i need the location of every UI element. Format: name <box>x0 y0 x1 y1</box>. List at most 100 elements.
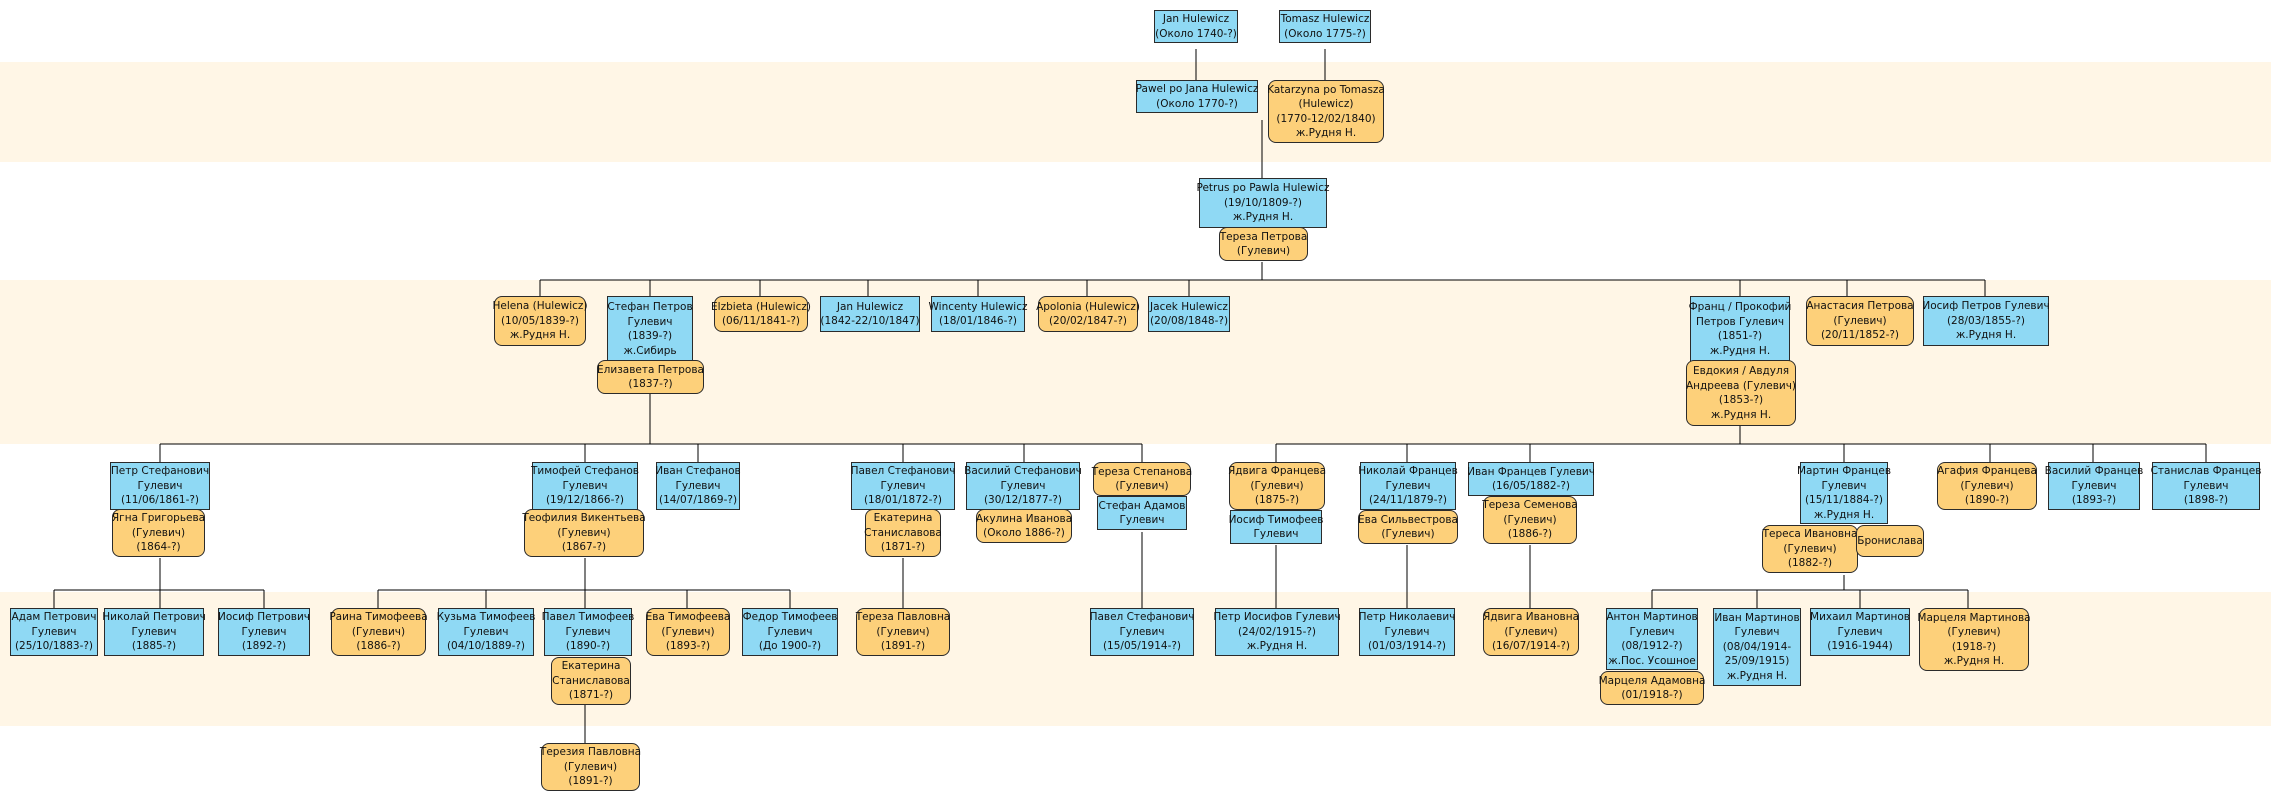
person-line: ж.Пос. Усошное <box>1608 654 1696 667</box>
person-card[interactable]: Tomasz Hulewicz(Около 1775-?) <box>1279 10 1371 43</box>
person-line: (1918-?) <box>1951 640 1997 653</box>
person-card[interactable]: Бронислава <box>1856 525 1924 557</box>
person-card[interactable]: Тереса Ивановна(Гулевич)(1882-?) <box>1762 525 1858 573</box>
person-line: Агафия Францева <box>1937 465 2037 478</box>
person-line: (1875-?) <box>1254 494 1300 507</box>
person-card[interactable]: Ева Тимофеева(Гулевич)(1893-?) <box>646 608 730 656</box>
person-line: Адам Петрович <box>11 611 97 624</box>
person-card[interactable]: Иван Францев Гулевич(16/05/1882-?) <box>1467 462 1595 496</box>
person-card[interactable]: Петр Иосифов Гулевич(24/02/1915-?)ж.Рудн… <box>1213 608 1341 656</box>
person-card[interactable]: Jan Hulewicz(1842-22/10/1847) <box>820 296 920 332</box>
person-line: Jan Hulewicz <box>1162 13 1230 25</box>
person-line: (15/05/1914-?) <box>1102 640 1182 653</box>
person-line: (19/10/1809-?) <box>1223 196 1303 209</box>
person-card[interactable]: Ядвига Ивановна(Гулевич)(16/07/1914-?) <box>1483 608 1579 656</box>
person-line: (25/10/1883-?) <box>14 640 94 653</box>
person-card[interactable]: Ева Сильвестрова(Гулевич) <box>1358 510 1458 544</box>
person-line: ж.Рудня Н. <box>1295 127 1357 139</box>
person-card[interactable]: Ядвига Францева(Гулевич)(1875-?) <box>1228 462 1326 510</box>
person-card[interactable]: Helena (Hulewicz)(10/05/1839-?)ж.Рудня Н… <box>492 296 588 346</box>
person-line: (30/12/1877-?) <box>983 494 1063 507</box>
person-card[interactable]: Агафия Францева(Гулевич)(1890-?) <box>1937 462 2037 510</box>
person-card[interactable]: Терезия Павловна(Гулевич) (1891-?) <box>539 743 642 791</box>
person-card[interactable]: Тереза Павловна(Гулевич)(1891-?) <box>856 608 950 656</box>
person-line: (1839-?) <box>627 330 673 342</box>
person-line: (1892-?) <box>241 640 287 653</box>
person-line: (Гулевич) <box>563 760 618 773</box>
person-line: (1871-?) <box>880 541 926 554</box>
person-card[interactable]: Petrus po Pawla Hulewicz(19/10/1809-?)ж.… <box>1196 178 1330 228</box>
person-card[interactable]: Анастасия Петрова(Гулевич)(20/11/1852-?) <box>1806 296 1914 346</box>
person-card[interactable]: Иосиф Петров Гулевич(28/03/1855-?)ж.Рудн… <box>1922 296 2050 346</box>
person-card[interactable]: Тереза Степанова(Гулевич) <box>1092 462 1192 496</box>
person-line: (Гулевич) <box>131 526 186 539</box>
person-line: Михаил Мартинов <box>1810 611 1910 624</box>
person-line: Тимофей Стефанов <box>531 465 639 478</box>
person-line: Терезия Павловна <box>539 746 642 759</box>
person-card[interactable]: Тереза Петрова(Гулевич) <box>1219 227 1308 261</box>
person-line: (1890-?) <box>1964 494 2010 507</box>
person-card[interactable]: Katarzyna po Tomasza(Hulewicz)(1770-12/0… <box>1267 80 1385 143</box>
person-line: ж.Рудня Н. <box>1955 329 2017 342</box>
person-line: ж.Рудня Н. <box>1726 669 1788 682</box>
person-line: (19/12/1866-?) <box>545 494 625 507</box>
person-line: (Гулевич) <box>1783 542 1837 555</box>
person-card[interactable]: Apolonia (Hulewicz)(20/02/1847-?) <box>1036 296 1140 332</box>
person-card[interactable]: Раина Тимофеева(Гулевич)(1886-?) <box>329 608 428 656</box>
person-line: (24/11/1879-?) <box>1368 494 1448 507</box>
person-line: (1891-?) <box>568 775 613 788</box>
person-card[interactable]: Elzbieta (Hulewicz)(06/11/1841-?) <box>711 296 811 332</box>
person-line: Гулевич <box>31 625 77 638</box>
person-card[interactable]: Марцеля Мартинова(Гулевич)(1918-?)ж.Рудн… <box>1917 608 2031 671</box>
person-card[interactable]: Jacek Hulewicz(20/08/1848-?) <box>1148 296 1230 332</box>
person-card[interactable]: Марцеля Адамовна(01/1918-?) <box>1599 671 1705 705</box>
person-card[interactable]: Ягна Григорьева(Гулевич)(1864-?) <box>112 509 205 557</box>
person-line: (Около 1770-?) <box>1156 97 1238 110</box>
person-card[interactable]: Тереза Семенова(Гулевич)(1886-?) <box>1482 496 1578 544</box>
person-card[interactable]: Jan Hulewicz(Около 1740-?) <box>1154 10 1238 43</box>
person-card[interactable]: Теофилия Викентьева(Гулевич)(1867-?) <box>522 509 646 557</box>
person-line: Василий Стефанович <box>964 465 1082 478</box>
person-card[interactable]: Pawel po Jana Hulewicz(Около 1770-?) <box>1136 80 1258 113</box>
person-line: Apolonia (Hulewicz) <box>1036 300 1140 313</box>
person-line: Тереса Ивановна <box>1762 528 1858 541</box>
person-card[interactable]: Акулина Иванова(Около 1886-?) <box>976 509 1072 543</box>
person-line: Николай Францев <box>1358 465 1458 478</box>
person-line: Гулевич <box>1385 479 1431 492</box>
person-line: ж.Рудня Н. <box>1246 640 1308 653</box>
person-card[interactable]: Елизавета Петрова(1837-?) <box>597 360 704 394</box>
person-card[interactable]: Wincenty Hulewicz(18/01/1846-?) <box>929 296 1028 332</box>
person-line: Бронислава <box>1857 534 1923 547</box>
person-line: Петр Стефанович <box>110 465 210 478</box>
person-line: (16/05/1882-?) <box>1491 480 1571 492</box>
person-line: (Гулевич) <box>661 625 715 638</box>
person-line: Гулевич <box>463 625 509 638</box>
